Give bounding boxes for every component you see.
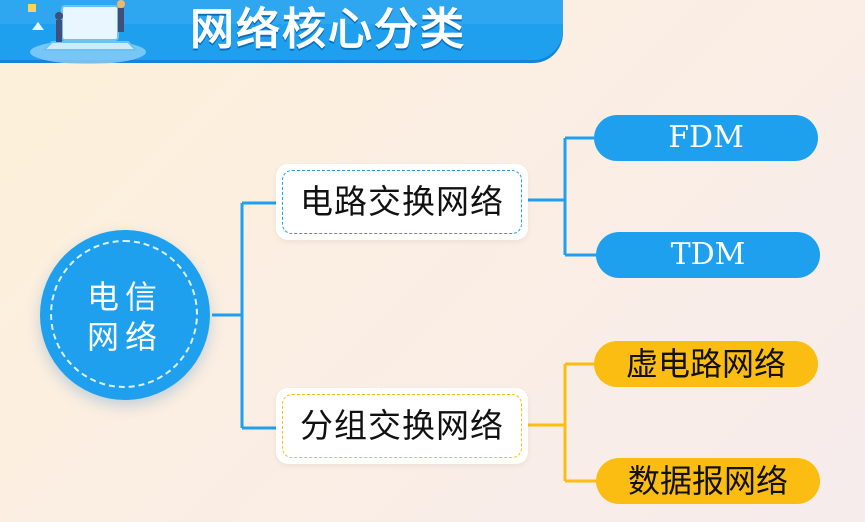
fdm-node: FDM [594, 115, 818, 161]
root-label-line1: 电信 [86, 278, 163, 316]
virtual-circuit-node: 虚电路网络 [594, 341, 818, 387]
packet-switching-label: 分组交换网络 [300, 406, 504, 445]
circuit-switching-node [276, 164, 528, 240]
circuit-switching-dashed-border [282, 170, 522, 234]
packet-switching-dashed-border [282, 394, 522, 458]
tdm-node: TDM [596, 232, 820, 278]
root-node-label: 电信 网络 [40, 277, 210, 357]
circuit-switching-label: 电路交换网络 [300, 182, 504, 221]
laptop-people-illustration [28, 0, 146, 64]
datagram-node: 数据报网络 [596, 458, 820, 504]
page-title: 网络核心分类 [190, 4, 466, 55]
root-node-dashed-ring [50, 240, 198, 388]
packet-switching-node [276, 388, 528, 464]
root-label-line2: 网络 [86, 318, 163, 356]
